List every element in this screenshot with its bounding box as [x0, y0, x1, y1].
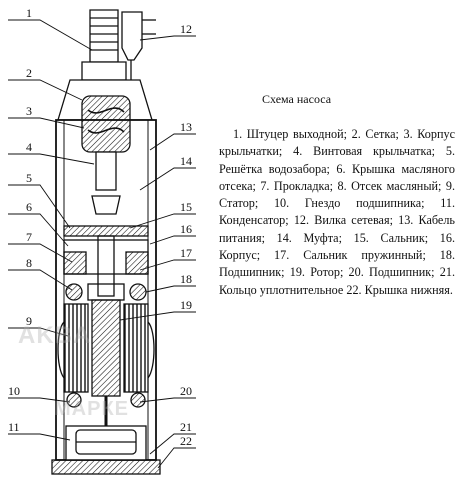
diagram-title: Схема насоса: [262, 92, 332, 106]
callout-14: 14: [180, 154, 192, 168]
impeller-assembly: [81, 95, 131, 215]
callout-15: 15: [180, 200, 192, 214]
callout-21: 21: [180, 420, 192, 434]
callout-11: 11: [8, 420, 20, 434]
callout-10: 10: [8, 384, 20, 398]
outlet-fitting: [81, 9, 127, 81]
callout-20: 20: [180, 384, 192, 398]
lower-bearing: [66, 392, 146, 430]
callout-13: 13: [180, 120, 192, 134]
callout-4: 4: [26, 140, 32, 154]
bottom-cover: [51, 425, 161, 475]
callout-labels-left: 1 2 3 4 5 6 7 8 9 10 11: [8, 6, 32, 434]
callout-7: 7: [26, 230, 32, 244]
callout-19: 19: [180, 298, 192, 312]
callout-8: 8: [26, 256, 32, 270]
callout-5: 5: [26, 171, 32, 185]
callout-labels-right: 12 13 14 15 16 17 18 19 20 21 22: [180, 22, 192, 448]
parts-legend: 1. Штуцер выходной; 2. Сетка; 3. Корпус …: [219, 127, 455, 297]
watermark-top: AKBA: [18, 322, 92, 349]
mains-plug: [121, 11, 156, 115]
callout-lines-right: [119, 35, 196, 469]
callout-6: 6: [26, 200, 32, 214]
callout-9: 9: [26, 314, 32, 328]
oil-chamber: [63, 225, 149, 297]
callout-16: 16: [180, 222, 192, 236]
callout-2: 2: [26, 66, 32, 80]
callout-1: 1: [26, 6, 32, 20]
callout-lines-left: [8, 19, 95, 441]
callout-22: 22: [180, 434, 192, 448]
callout-17: 17: [180, 246, 192, 260]
callout-18: 18: [180, 272, 192, 286]
watermark-bottom: МАРКЕ: [54, 398, 129, 420]
callout-3: 3: [26, 104, 32, 118]
callout-12: 12: [180, 22, 192, 36]
